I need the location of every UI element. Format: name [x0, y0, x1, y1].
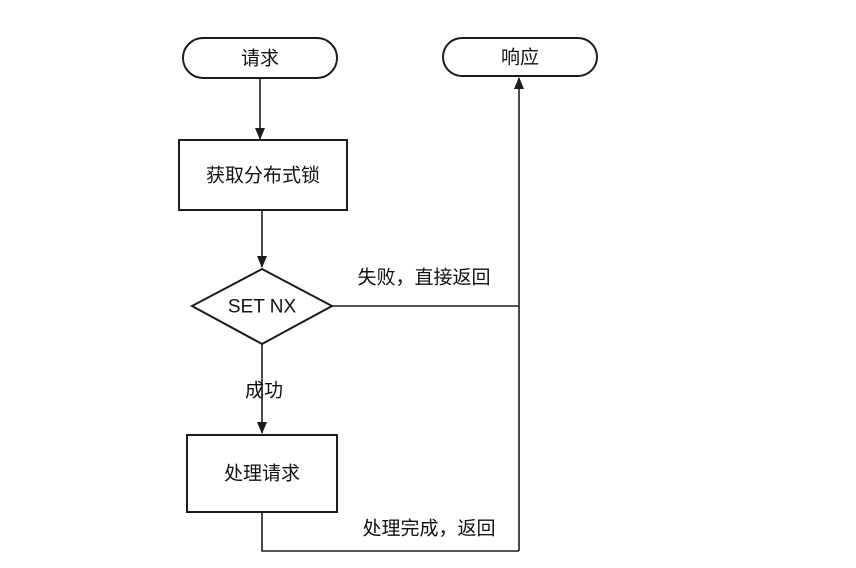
node-response: 响应 — [442, 37, 598, 77]
edge-label-success: 成功 — [245, 380, 283, 402]
edges — [255, 77, 524, 552]
nodes: 请求 响应 获取分布式锁 SET NX 处理请求 — [178, 37, 598, 513]
node-handle-request: 处理请求 — [186, 434, 338, 513]
node-set-nx-shape — [189, 267, 335, 346]
node-acquire-lock: 获取分布式锁 — [178, 139, 348, 211]
edge-label-done: 处理完成，返回 — [362, 518, 495, 540]
node-response-shape — [442, 37, 598, 77]
node-set-nx-label: SET NX — [228, 297, 297, 318]
node-request-shape — [182, 37, 338, 79]
edge-label-fail: 失败，直接返回 — [357, 267, 490, 289]
node-set-nx: SET NX — [189, 267, 335, 346]
node-acquire-lock-shape — [178, 139, 348, 211]
node-handle-request-label: 处理请求 — [224, 463, 300, 485]
node-acquire-lock-label: 获取分布式锁 — [206, 165, 320, 187]
node-request-label: 请求 — [241, 48, 279, 70]
node-response-label: 响应 — [501, 47, 539, 69]
edge-labels: 失败，直接返回 成功 处理完成，返回 — [245, 267, 496, 540]
edge-handle-request-done-branch — [261, 512, 519, 552]
node-request: 请求 — [182, 37, 338, 79]
node-handle-request-shape — [186, 434, 338, 513]
